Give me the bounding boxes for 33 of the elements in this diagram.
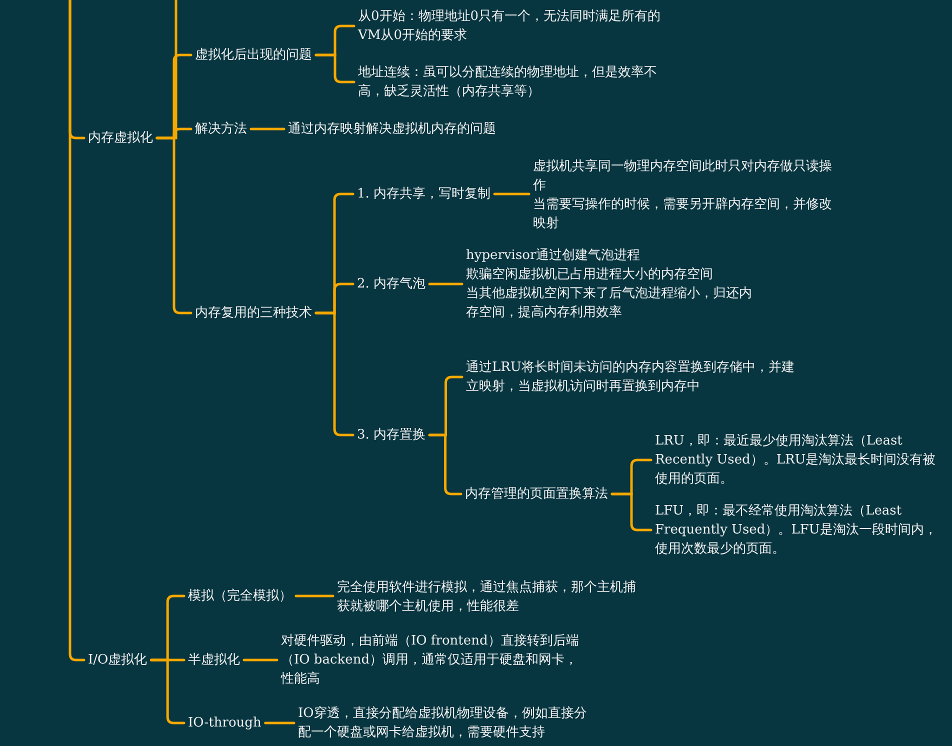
branch-line	[250, 128, 286, 130]
note-text: LRU，即：最近最少使用淘汰算法（Least Recently Used）。LRU是淘汰最长时间没有被使用的页面。	[655, 432, 945, 488]
topic-label: IO-through	[188, 714, 262, 732]
note-text: LFU，即：最不经常使用淘汰算法（Least Frequently Used）。LFU是淘汰一段时间内，使用次数最少的页面。	[655, 502, 945, 558]
note-text: 当需要写操作的时候，需要另开辟内存空间，并修改映射	[533, 196, 833, 233]
topic-label: 半虚拟化	[188, 650, 240, 670]
branch-line	[428, 282, 464, 286]
note-text: 通过LRU将长时间未访问的内存内容置换到存储中，并建立映射，当虚拟机访问时再置换到内存中	[466, 358, 796, 396]
topic-label: 3. 内存置换	[357, 426, 426, 444]
note-text: hypervisor通过创建气泡进程	[466, 247, 642, 265]
branch-line	[610, 492, 652, 532]
topic-label: 内存虚拟化	[88, 128, 153, 148]
note-text: 地址连续：虽可以分配连续的物理地址，但是效率不高，缺乏灵活性（内存共享等）	[358, 63, 668, 101]
note-text: 从0开始：物理地址0只有一个，无法同时满足所有的VM从0开始的要求	[358, 7, 668, 45]
note-text: 欺骗空闲虚拟机已占用进程大小的内存空间	[466, 266, 714, 284]
branch-line	[264, 722, 296, 724]
topic-label: 通过内存映射解决虚拟机内存的问题	[288, 120, 496, 138]
note-text: 对硬件驱动，由前端（IO frontend）直接转到后端（IO backend）调用，通常仅适用于硬盘和网卡，性能高	[281, 632, 581, 688]
branch-line	[294, 594, 334, 598]
topic-label: 1. 内存共享，写时复制	[357, 184, 491, 204]
note-text: 虚拟机共享同一物理内存空间此时只对内存做只读操作	[533, 158, 833, 195]
topic-label: 虚拟化后出现的问题	[195, 46, 312, 64]
branch-line	[493, 192, 530, 196]
topic-label: 内存管理的页面置换算法	[465, 484, 608, 504]
note-text: 完全使用软件进行模拟，通过焦点捕获，那个主机捕获就被哪个主机使用，性能很差	[337, 578, 637, 616]
topic-label: I/O虚拟化	[88, 650, 148, 670]
topic-label: 2. 内存气泡	[357, 274, 426, 294]
note-text: IO穿透，直接分配给虚拟机物理设备，例如直接分配一个硬盘或网卡给虚拟机，需要硬件支持	[298, 704, 598, 742]
note-text: 当其他虚拟机空闲下来了后气泡进程缩小，归还内存空间，提高内存利用效率	[466, 285, 753, 322]
branch-line	[242, 658, 278, 662]
topic-label: 解决方法	[195, 120, 247, 138]
topic-label: 模拟（完全模拟）	[188, 586, 292, 606]
topic-label: 内存复用的三种技术	[195, 304, 312, 322]
